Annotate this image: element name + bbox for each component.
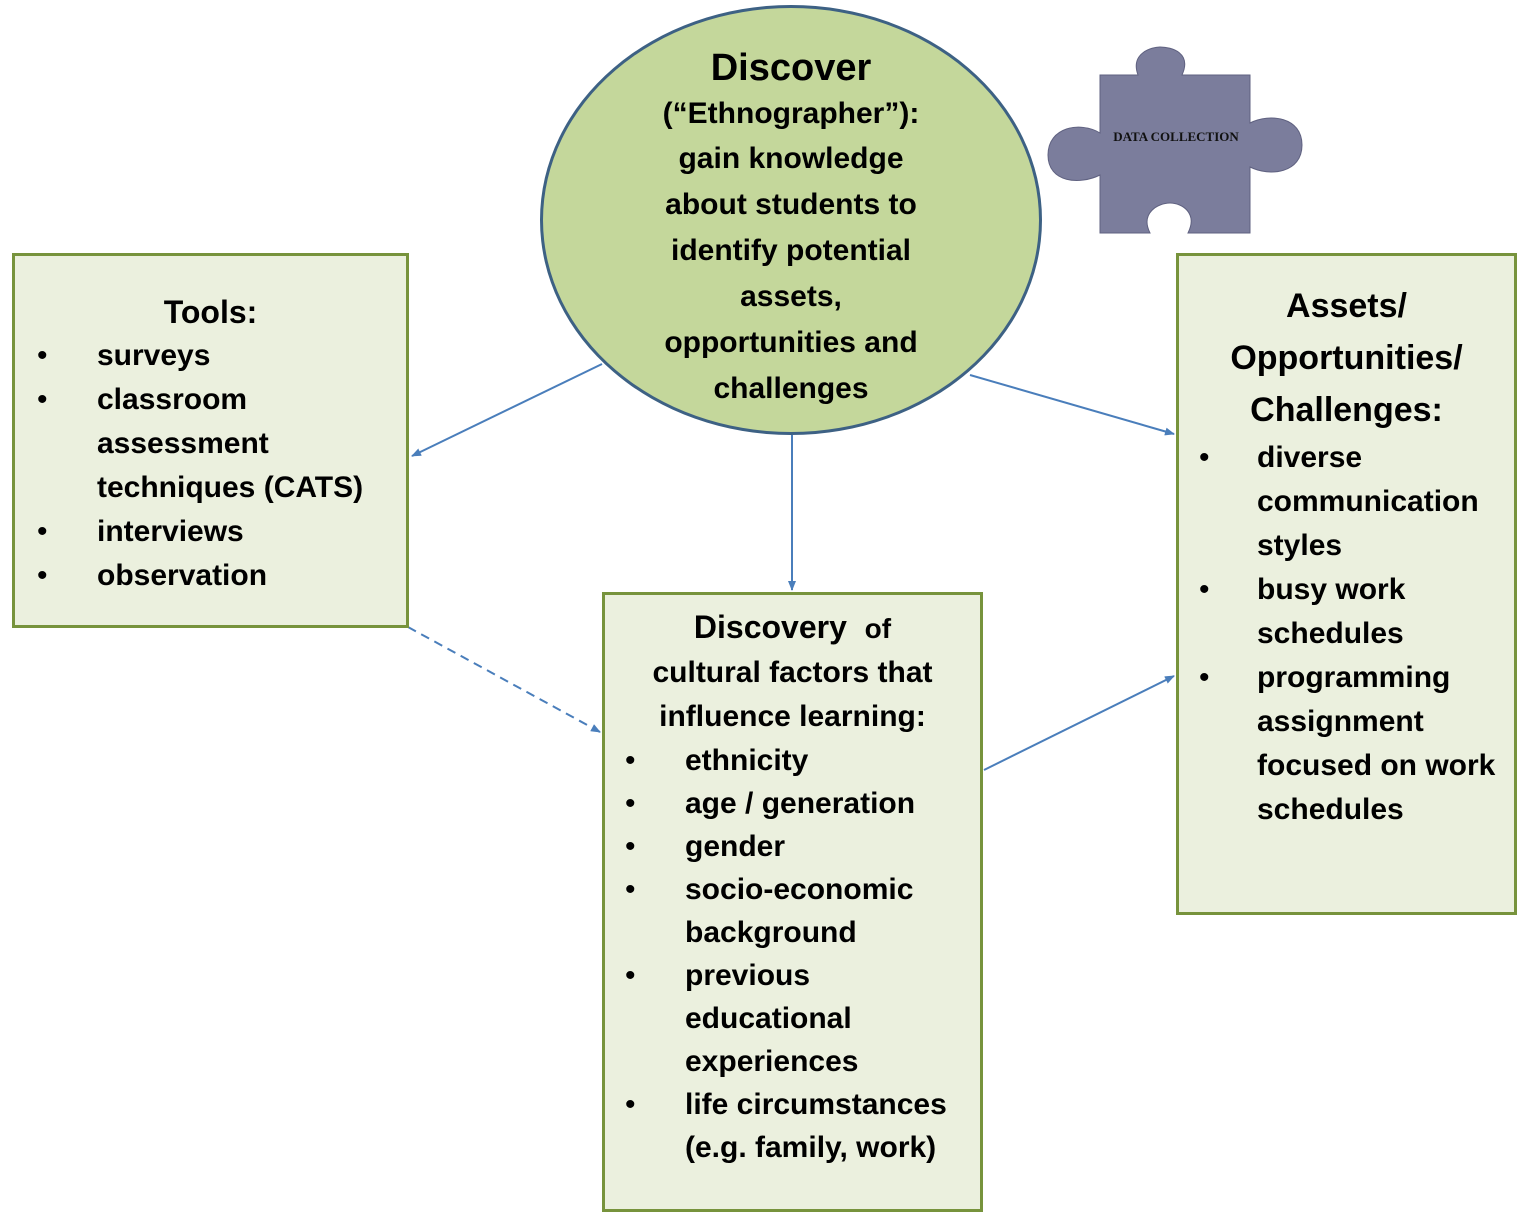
assets-title: Assets/ Opportunities/ Challenges: bbox=[1179, 280, 1514, 436]
discover-subtitle: (“Ethnographer”): bbox=[662, 97, 920, 130]
list-item: interviews bbox=[15, 510, 406, 554]
discovery-title: Discovery of bbox=[605, 605, 980, 651]
list-item: life circumstances (e.g. family, work) bbox=[605, 1083, 980, 1169]
assets-box: Assets/ Opportunities/ Challenges: diver… bbox=[1176, 253, 1517, 915]
discovery-list: ethnicity age / generation gender socio-… bbox=[605, 739, 980, 1169]
puzzle-piece-icon: DATA COLLECTION bbox=[1047, 46, 1303, 234]
discovery-subtitle: influence learning: bbox=[659, 700, 926, 733]
assets-title-line: Opportunities/ bbox=[1230, 339, 1463, 377]
list-item: age / generation bbox=[605, 782, 980, 825]
list-item: programming assignment focused on work s… bbox=[1179, 656, 1514, 832]
arrow-center-to-assets bbox=[969, 374, 1175, 436]
list-item: observation bbox=[15, 554, 406, 598]
discover-line: about students to bbox=[665, 188, 917, 221]
assets-title-line: Assets/ bbox=[1286, 287, 1407, 325]
tools-title: Tools: bbox=[163, 294, 258, 330]
discover-line: challenges bbox=[713, 372, 869, 405]
discover-line: gain knowledge bbox=[678, 142, 904, 175]
tools-list: surveys classroom assessment techniques … bbox=[15, 334, 406, 598]
list-item: socio-economic background bbox=[605, 868, 980, 954]
discovery-title-main: Discovery bbox=[693, 609, 847, 645]
discovery-subtitle: cultural factors that bbox=[652, 656, 933, 689]
discover-line: opportunities and bbox=[664, 326, 918, 359]
list-item: classroom assessment techniques (CATS) bbox=[15, 378, 406, 510]
discover-line: assets, bbox=[740, 280, 842, 313]
arrow-tools-to-discovery-dashed bbox=[407, 626, 601, 733]
arrow-discovery-to-assets bbox=[983, 675, 1175, 771]
list-item: ethnicity bbox=[605, 739, 980, 782]
discover-title: Discover bbox=[710, 47, 872, 89]
assets-list: diverse communication styles busy work s… bbox=[1179, 436, 1514, 832]
discovery-box: Discovery of cultural factors that influ… bbox=[602, 592, 983, 1212]
tools-box: Tools: surveys classroom assessment tech… bbox=[12, 253, 409, 628]
list-item: previous educational experiences bbox=[605, 954, 980, 1083]
arrow-center-to-tools bbox=[411, 363, 603, 457]
discover-line: identify potential bbox=[671, 234, 911, 267]
assets-title-line: Challenges: bbox=[1250, 391, 1443, 429]
discover-ellipse: Discover (“Ethnographer”): gain knowledg… bbox=[540, 5, 1042, 435]
puzzle-label: DATA COLLECTION bbox=[1113, 129, 1239, 144]
list-item: busy work schedules bbox=[1179, 568, 1514, 656]
list-item: gender bbox=[605, 825, 980, 868]
list-item: diverse communication styles bbox=[1179, 436, 1514, 568]
discovery-title-small: of bbox=[864, 613, 892, 644]
list-item: surveys bbox=[15, 334, 406, 378]
